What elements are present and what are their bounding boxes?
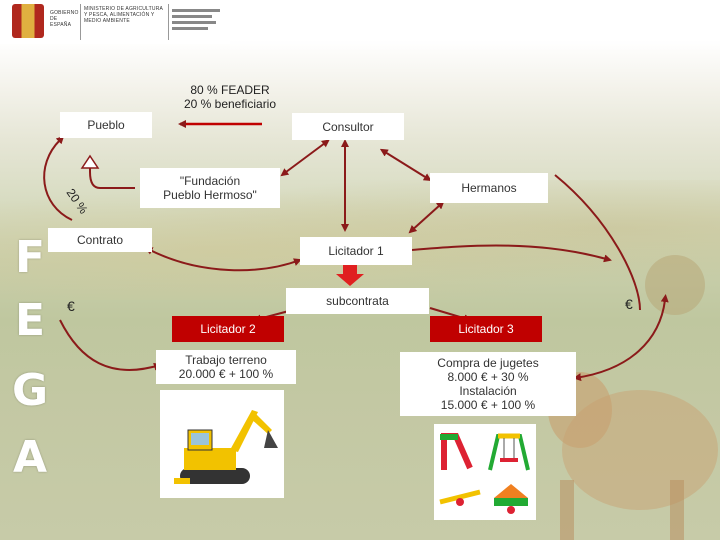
- logo-divider: [80, 4, 81, 40]
- licitador3-task2: Instalación: [459, 384, 517, 398]
- licitador3-details: Compra de jugetes 8.000 € + 30 % Instala…: [400, 352, 576, 416]
- fega-letter-e: E: [14, 295, 46, 346]
- arrow-fundacion-to-pueblo-percent: [89, 166, 135, 189]
- funding-feader: 80 % FEADER: [190, 83, 270, 97]
- node-contrato: Contrato: [48, 228, 152, 252]
- arrow-right-to-licitador3: [573, 294, 669, 382]
- arrow-consultor-hermanos: [379, 148, 432, 182]
- playground-toys-image: [434, 424, 536, 520]
- licitador2-task: Trabajo terreno: [185, 353, 267, 367]
- node-licitador3: Licitador 3: [430, 316, 542, 342]
- fundacion-line2: Pueblo Hermoso": [163, 188, 257, 202]
- arrow-hermanos-licitador1: [408, 200, 445, 234]
- licitador3-cost1: 8.000 € + 30 %: [447, 370, 529, 384]
- licitador2-details: Trabajo terreno 20.000 € + 100 %: [156, 350, 296, 384]
- ministry-text: MINISTERIO DE AGRICULTURA Y PESCA, ALIME…: [84, 6, 163, 24]
- funding-beneficiario: 20 % beneficiario: [183, 97, 277, 111]
- licitador2-cost: 20.000 € + 100 %: [178, 367, 274, 381]
- licitador3-task1: Compra de jugetes: [437, 356, 539, 370]
- fundacion-line1: "Fundación: [179, 174, 241, 188]
- node-pueblo: Pueblo: [60, 112, 152, 138]
- arrow-licitador1-down: [336, 265, 364, 286]
- euro-right: €: [625, 296, 633, 312]
- node-licitador2: Licitador 2: [172, 316, 284, 342]
- arrow-euro-left: [59, 319, 162, 371]
- arrow-hermanos-right-loop: [554, 174, 641, 311]
- licitador3-cost2: 15.000 € + 100 %: [440, 398, 536, 412]
- logo-divider-2: [168, 4, 169, 40]
- fega-letter-g: G: [11, 365, 49, 416]
- node-subcontrata: subcontrata: [286, 288, 429, 314]
- arrow-contrato-licitador1: [144, 247, 302, 272]
- cow-illustration: [548, 372, 718, 540]
- fega-letter-a: A: [12, 432, 48, 483]
- arrow-pueblo-loop: [43, 135, 73, 221]
- government-logo-header: GOBIERNO DE ESPAÑA MINISTERIO DE AGRICUL…: [0, 0, 230, 44]
- coat-of-arms-icon: [12, 4, 44, 38]
- node-hermanos: Hermanos: [430, 173, 548, 203]
- excavator-image: [160, 390, 284, 498]
- arrow-consultor-fundacion: [280, 139, 330, 177]
- node-licitador1: Licitador 1: [300, 237, 412, 265]
- gobierno-text: GOBIERNO DE ESPAÑA: [50, 10, 79, 28]
- funding-label: 80 % FEADER 20 % beneficiario: [165, 83, 295, 111]
- fega-letter-f: F: [14, 232, 46, 283]
- arrow-licitador1-right: [411, 244, 612, 263]
- euro-left: €: [67, 298, 75, 314]
- agency-logo-text: [172, 6, 224, 38]
- node-consultor: Consultor: [292, 113, 404, 140]
- node-fundacion: "Fundación Pueblo Hermoso": [140, 168, 280, 208]
